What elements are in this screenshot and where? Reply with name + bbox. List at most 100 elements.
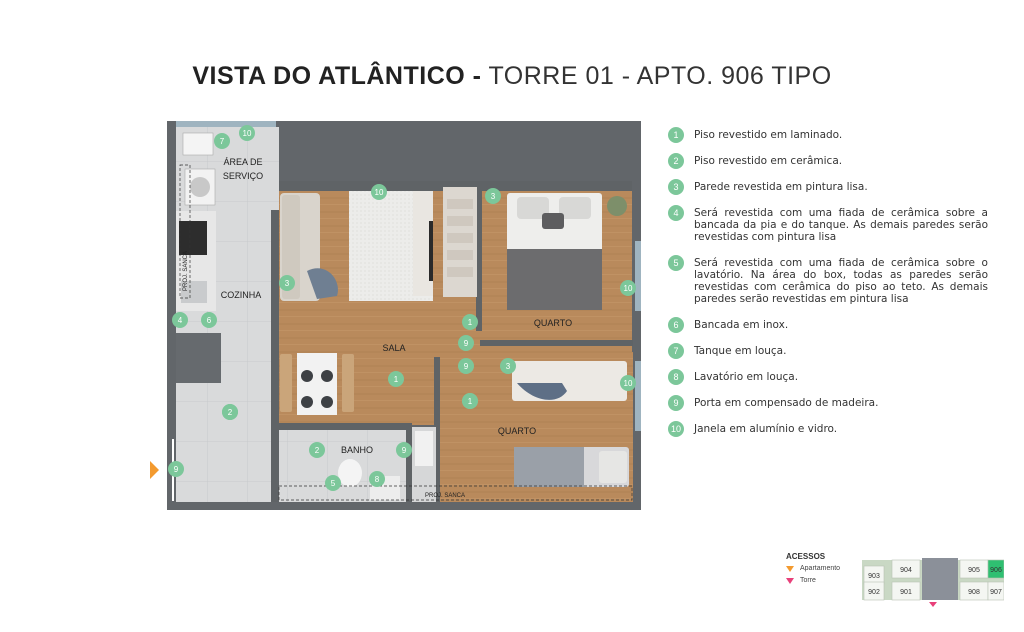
window-right-1: [635, 241, 641, 311]
key-unit-904: 904: [891, 559, 921, 579]
plan-marker-number: 7: [220, 137, 225, 146]
plan-marker: 4: [172, 312, 188, 328]
key-unit-907: 907: [987, 581, 1004, 601]
plan-marker-number: 9: [464, 362, 469, 371]
access-apartamento-label: Apartamento: [800, 565, 841, 572]
legend-text: Bancada em inox.: [694, 319, 789, 331]
page-title: VISTA DO ATLÂNTICO - TORRE 01 - APTO. 90…: [0, 62, 1024, 91]
proj-sanca-v: [179, 164, 191, 299]
svg-text:908: 908: [968, 589, 980, 596]
legend-text: Janela em alumínio e vidro.: [694, 423, 838, 435]
stove: [179, 221, 207, 255]
legend-item: 6 Bancada em inox.: [668, 317, 988, 333]
legend-number-badge: 2: [668, 153, 684, 169]
plan-marker: 5: [325, 475, 341, 491]
legend-text: Piso revestido em cerâmica.: [694, 155, 843, 167]
legend-item: 3 Parede revestida em pintura lisa.: [668, 179, 988, 195]
plan-marker: 2: [222, 404, 238, 420]
label-area-servico-1: ÁREA DE: [223, 157, 262, 167]
plan-marker-number: 9: [174, 465, 179, 474]
plan-marker: 9: [168, 461, 184, 477]
label-sala: SALA: [382, 343, 405, 353]
plan-marker: 7: [214, 133, 230, 149]
plan-marker: 6: [201, 312, 217, 328]
legend-number-badge: 4: [668, 205, 684, 221]
title-rest: TORRE 01 - APTO. 906 TIPO: [488, 62, 832, 90]
plan-marker-number: 10: [624, 284, 633, 293]
plan-marker-number: 9: [464, 339, 469, 348]
plan-marker: 1: [462, 393, 478, 409]
plan-marker-number: 10: [624, 379, 633, 388]
plan-marker-number: 3: [506, 362, 511, 371]
legend-number-badge: 3: [668, 179, 684, 195]
proj-sanca-h: [278, 485, 633, 501]
key-unit-902: 902: [863, 581, 885, 601]
tv-panel: [413, 191, 433, 296]
plan-marker: 3: [485, 188, 501, 204]
window-right-2: [635, 361, 641, 431]
plan-marker-number: 10: [243, 129, 252, 138]
legend-text: Tanque em louça.: [694, 345, 787, 357]
plan-marker: 10: [371, 184, 387, 200]
legend-item: 4 Será revestida com uma fiada de cerâmic…: [668, 205, 988, 243]
plan-marker: 3: [500, 358, 516, 374]
legend-text: Será revestida com uma fiada de cerâmica…: [694, 257, 988, 305]
legend-text: Porta em compensado de madeira.: [694, 397, 879, 409]
plan-marker-number: 2: [228, 408, 233, 417]
svg-text:902: 902: [868, 589, 880, 596]
legend-text: Lavatório em louça.: [694, 371, 799, 383]
legend-item: 2 Piso revestido em cerâmica.: [668, 153, 988, 169]
plan-marker-number: 4: [178, 316, 183, 325]
plan-marker: 2: [309, 442, 325, 458]
label-cozinha: COZINHA: [221, 290, 262, 300]
plan-marker: 9: [396, 442, 412, 458]
legend-text: Parede revestida em pintura lisa.: [694, 181, 868, 193]
tank: [182, 132, 214, 156]
shelf: [415, 431, 433, 466]
plan-marker-number: 8: [375, 475, 380, 484]
plan-marker: 1: [462, 314, 478, 330]
plan-marker-number: 1: [468, 318, 473, 327]
access-apartamento: Apartamento: [786, 565, 840, 572]
plan-marker-number: 6: [207, 316, 212, 325]
svg-text:905: 905: [968, 567, 980, 574]
key-unit-903: 903: [863, 565, 885, 585]
plan-marker: 3: [279, 275, 295, 291]
plan-marker-number: 3: [491, 192, 496, 201]
torre-entry-icon: [929, 602, 937, 607]
plan-marker-number: 2: [315, 446, 320, 455]
access-torre: Torre: [786, 577, 840, 584]
window-top: [176, 121, 276, 127]
label-area-servico-2: SERVIÇO: [223, 171, 263, 181]
svg-text:901: 901: [900, 589, 912, 596]
plan-marker: 9: [458, 358, 474, 374]
plan-marker: 10: [620, 375, 636, 391]
key-unit-906: 906: [987, 559, 1004, 579]
plan-markers: 107103310462199311012958912: [168, 125, 636, 491]
key-unit-901: 901: [891, 581, 921, 601]
svg-text:906: 906: [990, 567, 1002, 574]
svg-text:907: 907: [990, 589, 1002, 596]
plan-marker-number: 9: [402, 446, 407, 455]
legend-number-badge: 6: [668, 317, 684, 333]
title-bold: VISTA DO ATLÂNTICO -: [192, 62, 482, 90]
plan-marker-number: 3: [285, 279, 290, 288]
legend-text: Piso revestido em laminado.: [694, 129, 843, 141]
plan-marker: 9: [458, 335, 474, 351]
toilet: [338, 459, 362, 487]
apartamento-arrow-icon: [786, 565, 794, 572]
sofa-2: [512, 361, 627, 401]
fridge: [176, 333, 221, 383]
label-proj-sanca-h: PROJ. SANCA: [425, 493, 465, 499]
key-plan: 903 904 905 906 902 901 908 907: [862, 558, 1004, 607]
legend-text: Será revestida com uma fiada de cerâmica…: [694, 207, 988, 243]
plant-1: [607, 196, 627, 216]
access-torre-label: Torre: [800, 577, 816, 584]
svg-text:903: 903: [868, 573, 880, 580]
